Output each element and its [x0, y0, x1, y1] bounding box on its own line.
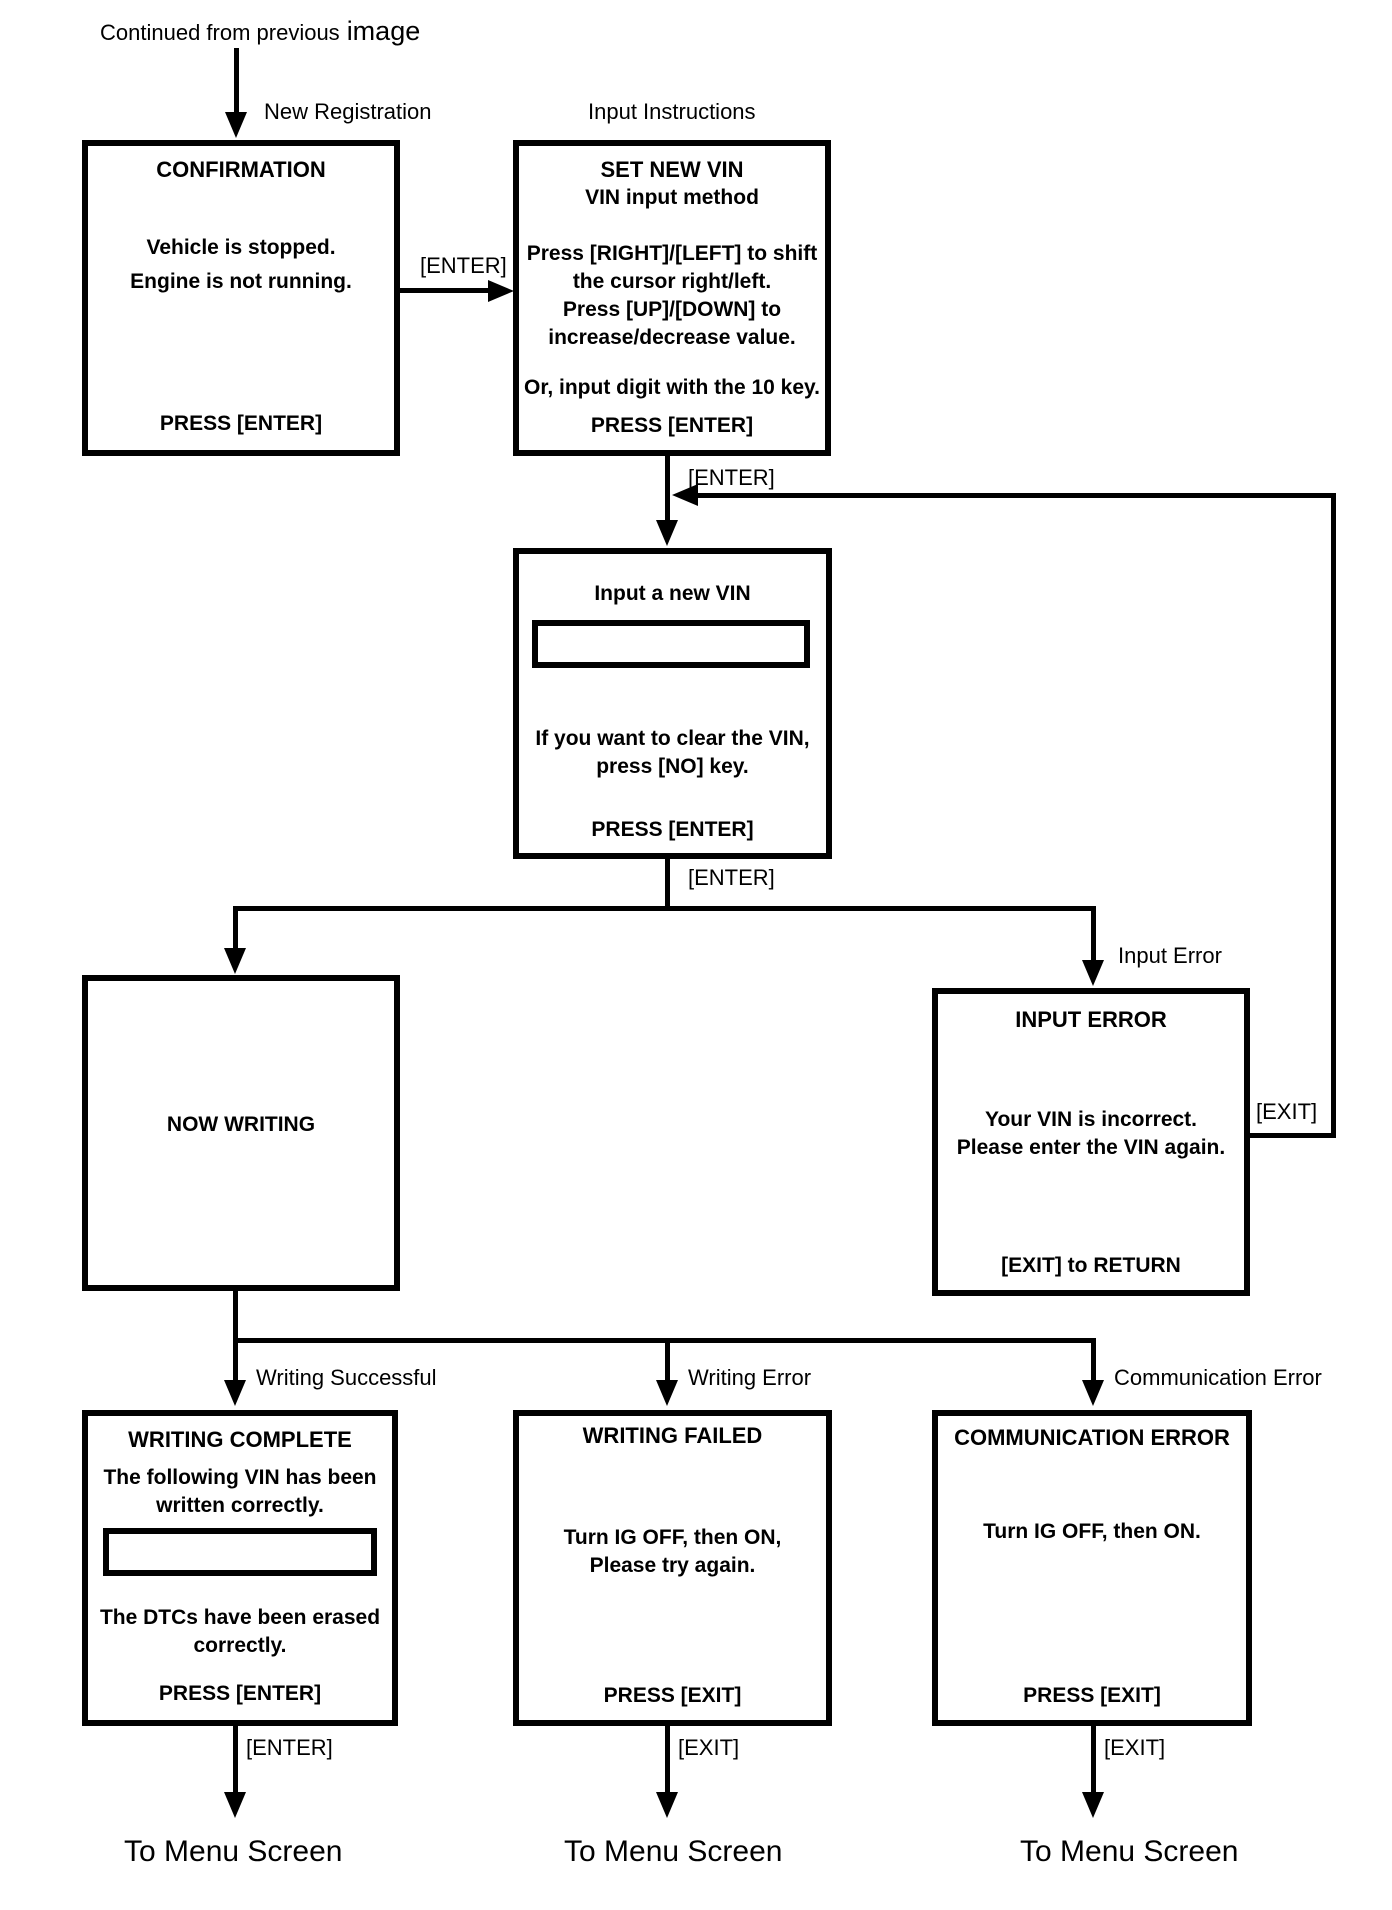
now-writing-title: NOW WRITING [166, 1113, 316, 1136]
writing-successful-branch-label: Writing Successful [256, 1365, 437, 1390]
continued-prefix-text: Continued from previous [100, 20, 340, 45]
writing-complete-line2: written correctly. [156, 1494, 324, 1517]
writing-failed-title: WRITING FAILED [582, 1423, 763, 1448]
arrowhead-left-icon [672, 484, 698, 506]
exit-label: [EXIT] [1104, 1735, 1166, 1760]
exit-label: [EXIT] [1256, 1099, 1318, 1124]
writing-error-branch-label: Writing Error [688, 1365, 812, 1390]
connector-line [1091, 1338, 1096, 1382]
continued-suffix-text: image [346, 16, 421, 46]
confirmation-line1: Vehicle is stopped. [146, 236, 336, 259]
enter-label: [ENTER] [420, 253, 507, 278]
writing-complete-line1: The following VIN has been [103, 1466, 377, 1489]
communication-error-footer: PRESS [EXIT] [1023, 1684, 1161, 1707]
arrowhead-down-icon [224, 948, 246, 974]
arrowhead-down-icon [656, 1380, 678, 1406]
connector-line [233, 1338, 1096, 1343]
input-error-box: INPUT ERROR Your VIN is incorrect. Pleas… [932, 988, 1250, 1296]
writing-complete-line4: correctly. [193, 1634, 287, 1657]
input-new-vin-box: Input a new VIN If you want to clear the… [513, 548, 832, 859]
connector-line [1091, 1726, 1096, 1794]
to-menu-screen-label: To Menu Screen [564, 1835, 783, 1868]
now-writing-box: NOW WRITING [82, 975, 400, 1291]
input-new-vin-title: Input a new VIN [594, 582, 751, 605]
set-new-vin-line4: increase/decrease value. [548, 326, 796, 349]
arrowhead-down-icon [1082, 960, 1104, 986]
writing-complete-line3: The DTCs have been erased [99, 1606, 381, 1629]
arrowhead-down-icon [656, 520, 678, 546]
enter-label: [ENTER] [688, 465, 775, 490]
enter-label: [ENTER] [688, 865, 775, 890]
connector-line [233, 1726, 238, 1794]
confirmation-title: CONFIRMATION [156, 157, 326, 182]
input-new-vin-line2: press [NO] key. [596, 755, 749, 778]
writing-failed-box: WRITING FAILED Turn IG OFF, then ON, Ple… [513, 1410, 832, 1726]
communication-error-title: COMMUNICATION ERROR [954, 1425, 1230, 1450]
vin-written-field [103, 1528, 377, 1576]
input-error-line2: Please enter the VIN again. [956, 1136, 1226, 1159]
set-new-vin-footer: PRESS [ENTER] [590, 414, 754, 437]
exit-label: [EXIT] [678, 1735, 740, 1760]
connector-line [1331, 493, 1336, 1138]
writing-complete-title: WRITING COMPLETE [128, 1427, 352, 1452]
confirmation-line2: Engine is not running. [130, 270, 352, 293]
arrowhead-down-icon [224, 1380, 246, 1406]
connector-line [400, 288, 494, 293]
confirmation-box: CONFIRMATION Vehicle is stopped. Engine … [82, 140, 400, 456]
set-new-vin-line3: Press [UP]/[DOWN] to [562, 298, 782, 321]
communication-error-branch-label: Communication Error [1114, 1365, 1322, 1390]
input-error-branch-label: Input Error [1118, 943, 1222, 968]
input-instructions-label: Input Instructions [588, 99, 756, 124]
writing-failed-line2: Please try again. [589, 1554, 756, 1577]
connector-line [233, 1291, 238, 1382]
to-menu-screen-label: To Menu Screen [124, 1835, 343, 1868]
arrowhead-down-icon [224, 1792, 246, 1818]
input-error-line1: Your VIN is incorrect. [985, 1108, 1197, 1131]
set-new-vin-title: SET NEW VIN [600, 157, 744, 182]
writing-complete-footer: PRESS [ENTER] [158, 1682, 322, 1705]
connector-line [665, 456, 670, 522]
input-new-vin-footer: PRESS [ENTER] [591, 818, 754, 841]
connector-line [665, 1338, 670, 1382]
set-new-vin-line5: Or, input digit with the 10 key. [524, 376, 820, 399]
connector-line [233, 906, 1096, 911]
set-new-vin-line1: Press [RIGHT]/[LEFT] to shift [526, 242, 818, 265]
arrowhead-down-icon [1082, 1380, 1104, 1406]
communication-error-line1: Turn IG OFF, then ON. [983, 1520, 1201, 1543]
vin-input-field [532, 620, 810, 668]
writing-failed-footer: PRESS [EXIT] [603, 1684, 742, 1707]
writing-failed-line1: Turn IG OFF, then ON, [563, 1526, 782, 1549]
continued-from-previous-label: Continued from previous image [100, 16, 420, 47]
input-error-title: INPUT ERROR [1015, 1007, 1167, 1032]
confirmation-footer: PRESS [ENTER] [159, 412, 323, 435]
connector-line [696, 493, 1336, 498]
set-new-vin-subtitle: VIN input method [585, 186, 759, 209]
communication-error-box: COMMUNICATION ERROR Turn IG OFF, then ON… [932, 1410, 1252, 1726]
to-menu-screen-label: To Menu Screen [1020, 1835, 1239, 1868]
input-new-vin-line1: If you want to clear the VIN, [535, 727, 810, 750]
arrowhead-right-icon [488, 280, 514, 302]
set-new-vin-line2: the cursor right/left. [572, 270, 772, 293]
arrowhead-down-icon [656, 1792, 678, 1818]
connector-line [665, 1726, 670, 1794]
connector-line [1091, 906, 1096, 962]
writing-complete-box: WRITING COMPLETE The following VIN has b… [82, 1410, 398, 1726]
set-new-vin-box: SET NEW VIN VIN input method Press [RIGH… [513, 140, 831, 456]
new-registration-label: New Registration [264, 99, 432, 124]
enter-label: [ENTER] [246, 1735, 333, 1760]
arrowhead-down-icon [225, 112, 247, 138]
input-error-footer: [EXIT] to RETURN [1001, 1254, 1181, 1277]
connector-line [233, 906, 238, 950]
connector-line [234, 48, 239, 112]
connector-line [1250, 1133, 1336, 1138]
connector-line [665, 859, 670, 911]
arrowhead-down-icon [1082, 1792, 1104, 1818]
